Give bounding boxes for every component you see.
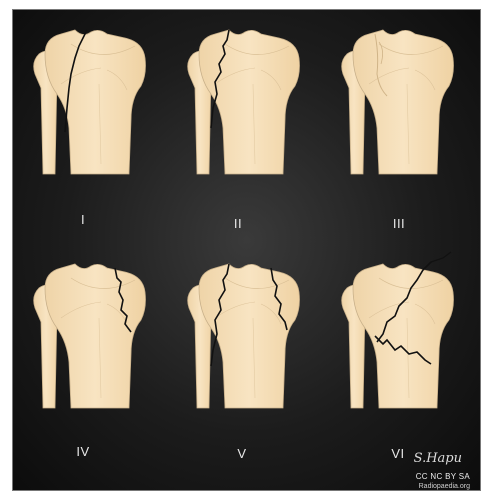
panel-type-5 [188,264,300,408]
panel-type-1 [34,30,146,174]
type-label-5: V [237,446,246,461]
diagram-frame: I II III IV V VI S.Hapu CC NC BY SA Radi… [12,9,481,491]
panel-type-3 [342,30,454,174]
type-label-6: VI [391,446,404,461]
type-label-1: I [81,212,85,227]
type-label-4: IV [76,444,89,459]
site-watermark: Radiopaedia.org [419,483,470,490]
schatzker-illustrations [13,10,481,491]
panel-type-2 [188,30,300,174]
author-signature: S.Hapu [414,451,462,466]
panel-type-6 [342,252,454,408]
type-label-2: II [234,216,242,231]
type-label-3: III [393,216,405,231]
panel-type-4 [34,264,146,408]
license-text: CC NC BY SA [416,472,470,481]
